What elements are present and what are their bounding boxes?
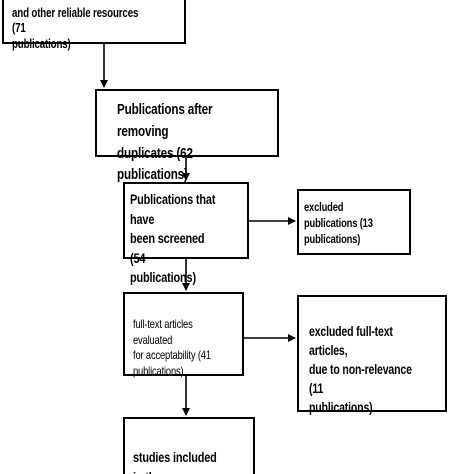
records-identified-text: and other reliable resources (71 publica… (12, 6, 139, 51)
included-studies-text: studies included in the (133, 449, 217, 474)
included-studies-box: studies included in the (123, 417, 255, 474)
after-duplicates-text: Publications after removing duplicates (… (117, 101, 213, 184)
after-duplicates-box: Publications after removing duplicates (… (95, 89, 279, 183)
excluded-box: excluded publications (13 publications) (297, 189, 411, 255)
records-identified-box: and other reliable resources (71 publica… (2, 0, 186, 51)
screened-box: Publications that have been screened (54… (123, 182, 249, 285)
excluded-fulltext-box: excluded full-text articles, due to non-… (297, 295, 447, 415)
fulltext-assessed-text: full-text articles evaluated for accepta… (133, 317, 211, 378)
excluded-fulltext-text: excluded full-text articles, due to non-… (309, 324, 412, 415)
screened-text: Publications that have been screened (54… (130, 191, 216, 286)
excluded-text: excluded publications (13 publications) (304, 200, 373, 247)
fulltext-assessed-box: full-text articles evaluated for accepta… (123, 292, 244, 378)
